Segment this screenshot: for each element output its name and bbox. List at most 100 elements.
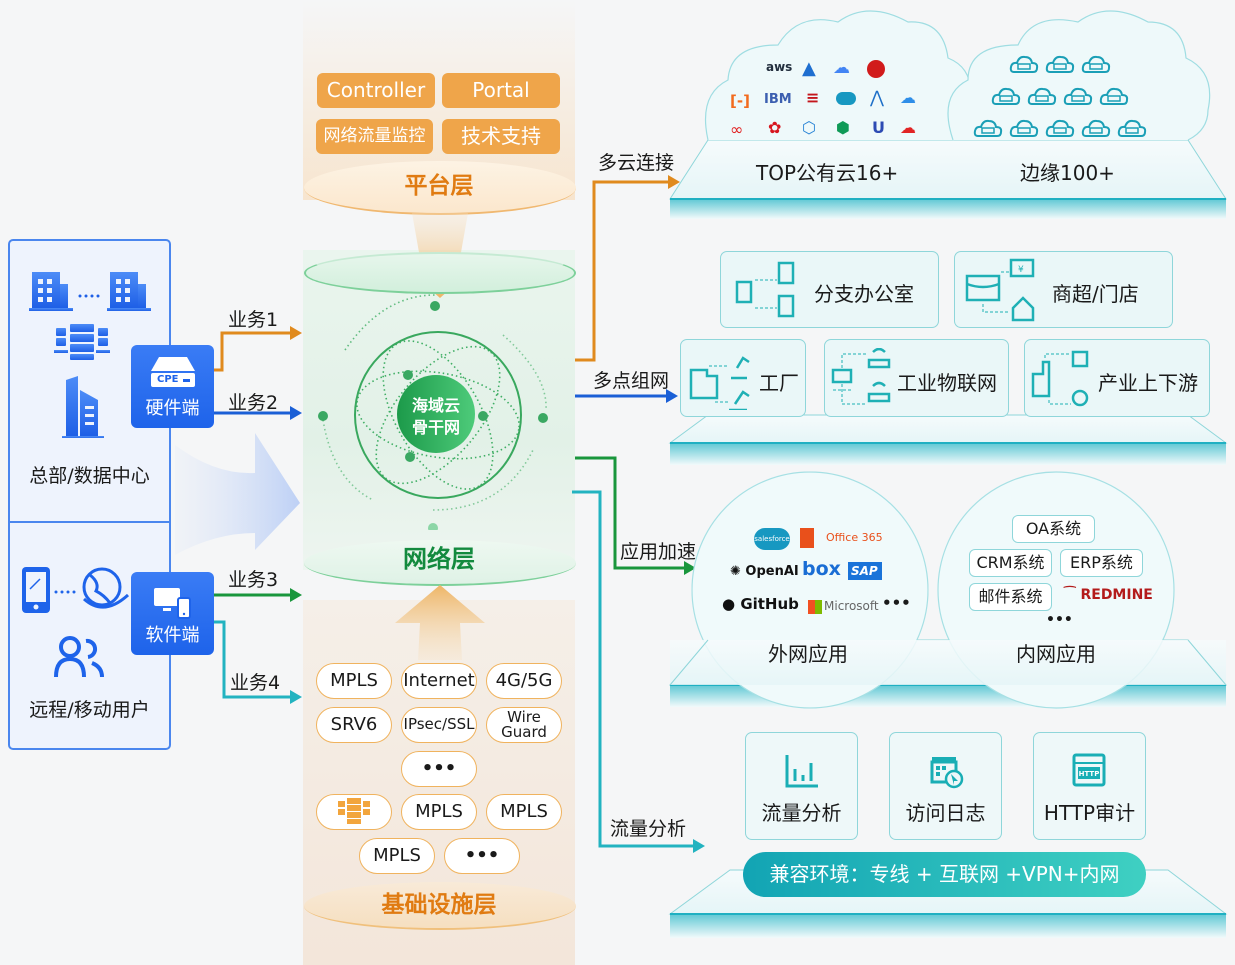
smartphone-icon xyxy=(22,567,50,613)
retail-store-icon: ¥ xyxy=(965,258,1035,322)
baidu-cloud-logo: ☁ xyxy=(900,88,916,107)
infra-pill-srv6[interactable]: SRV6 xyxy=(316,707,392,743)
hardware-endpoint[interactable]: CPE 硬件端 xyxy=(131,345,214,428)
branch-office-icon xyxy=(735,261,795,318)
edge-node-icon xyxy=(973,119,1003,137)
business-label-3: 业务3 xyxy=(228,569,279,591)
users-icon xyxy=(54,636,104,678)
public-cloud-logos: aws ▲ ☁ [-] IBM ≡ ⋀ ☁ ∞ ✿ ⬡ ⬢ U ☁ xyxy=(730,56,930,146)
svg-text:¥: ¥ xyxy=(1018,265,1024,275)
network-node xyxy=(318,411,328,421)
hq-label: 总部/数据中心 xyxy=(29,465,150,487)
public-cloud-label: TOP公有云16+ xyxy=(756,161,899,185)
flow-label-multicloud: 多云连接 xyxy=(598,152,675,174)
devices-icon xyxy=(154,588,191,619)
tile-label: 工业物联网 xyxy=(897,371,997,395)
big-flow-arrow xyxy=(175,433,300,555)
system-chip-erp[interactable]: ERP系统 xyxy=(1060,549,1143,577)
infrastructure-disc xyxy=(304,882,576,930)
core-label-line2: 骨干网 xyxy=(411,418,460,437)
tencent-logo: ⋀ xyxy=(870,88,884,108)
infra-pill-internet[interactable]: Internet xyxy=(401,663,477,699)
tile-retail-store[interactable]: ¥ 商超/门店 xyxy=(954,251,1173,328)
tile-iot[interactable]: 工业物联网 xyxy=(824,339,1009,417)
hq-icons xyxy=(29,272,151,438)
server-rack-icon xyxy=(54,324,110,360)
platform-layer-title: 平台层 xyxy=(404,173,474,199)
flow-label-app-accel: 应用加速 xyxy=(620,541,697,563)
cpe-device-icon xyxy=(151,357,195,387)
system-chip-oa[interactable]: OA系统 xyxy=(1012,515,1095,543)
tile-access-log[interactable]: 访问日志 xyxy=(889,732,1002,840)
infra-pill-ipsec[interactable]: IPsec/SSL xyxy=(401,707,477,743)
redmine-logo: ⁀ REDMINE xyxy=(1064,587,1153,603)
software-endpoint[interactable]: 软件端 xyxy=(131,572,214,655)
network-top-disc xyxy=(304,252,576,294)
software-endpoint-label: 软件端 xyxy=(145,625,200,646)
http-icon-text: HTTP xyxy=(1079,770,1100,778)
business-label-1: 业务1 xyxy=(228,309,279,331)
salesforce-logo xyxy=(836,92,856,105)
edge-node-icon xyxy=(1081,55,1111,73)
factory-icon xyxy=(689,356,750,410)
edge-node-icon xyxy=(1045,55,1075,73)
platform-chip-tech-support[interactable]: 技术支持 xyxy=(442,119,560,154)
bar-chart-icon xyxy=(785,755,818,788)
business-label-4: 业务4 xyxy=(230,672,281,694)
infra-pill-4g5g[interactable]: 4G/5G xyxy=(486,663,562,699)
tile-supply-chain[interactable]: 产业上下游 xyxy=(1024,339,1210,417)
http-window-icon: HTTP xyxy=(1072,753,1106,787)
platform-chip-controller[interactable]: Controller xyxy=(317,73,435,108)
ibm-logo: IBM xyxy=(764,92,792,107)
google-cloud-logo: ☁ xyxy=(833,58,850,78)
edge-node-icon xyxy=(1081,119,1111,137)
infra-pill-more[interactable]: ••• xyxy=(401,751,477,787)
edge-cloud-shape xyxy=(947,10,1211,141)
infra-pill-mpls-2[interactable]: MPLS xyxy=(401,794,477,830)
box-logo: box xyxy=(802,558,841,580)
tray-cloud xyxy=(669,139,1227,219)
tile-http-audit[interactable]: HTTP HTTP审计 xyxy=(1033,732,1146,840)
edge-node-icon xyxy=(1009,119,1039,137)
hardware-endpoint-label: 硬件端 xyxy=(145,398,200,419)
dots xyxy=(78,294,100,298)
aws-logo: aws xyxy=(766,60,793,74)
system-chip-mail[interactable]: 邮件系统 xyxy=(969,583,1052,611)
edge-node-icon xyxy=(1045,119,1075,137)
infra-pill-mpls[interactable]: MPLS xyxy=(316,663,392,699)
network-node xyxy=(538,413,548,423)
office-tower-icon xyxy=(62,376,104,438)
tile-factory[interactable]: 工厂 xyxy=(680,339,806,417)
infra-pill-server[interactable] xyxy=(316,794,392,830)
calendar-click-icon xyxy=(930,757,964,789)
network-node xyxy=(403,370,413,380)
remote-label: 远程/移动用户 xyxy=(29,699,150,721)
platform-chip-traffic-monitor[interactable]: 网络流量监控 xyxy=(316,119,433,154)
ucloud-logo: U xyxy=(872,118,885,137)
building-icon xyxy=(107,272,151,311)
network-node xyxy=(405,452,415,462)
tile-label: 工厂 xyxy=(759,371,799,395)
infra-pill-mpls-3[interactable]: MPLS xyxy=(486,794,562,830)
microsoft-icon xyxy=(808,600,822,614)
tile-branch-office[interactable]: 分支办公室 xyxy=(720,251,939,328)
tile-label: 产业上下游 xyxy=(1098,371,1198,395)
system-chip-crm[interactable]: CRM系统 xyxy=(969,549,1052,577)
flow-line-1 xyxy=(214,331,290,372)
platform-chip-portal[interactable]: Portal xyxy=(442,73,560,108)
tile-traffic-analysis[interactable]: 流量分析 xyxy=(745,732,858,840)
up-arrow xyxy=(395,585,485,660)
backbone-network-graphic xyxy=(318,294,548,530)
server-icon xyxy=(338,798,370,824)
network-node xyxy=(430,301,440,311)
network-layer-title: 网络层 xyxy=(403,545,475,573)
azure-logo: ▲ xyxy=(802,58,816,79)
kingsoft-logo: ⬡ xyxy=(802,118,816,137)
openai-label: OpenAI xyxy=(745,564,799,579)
infra-pill-more-2[interactable]: ••• xyxy=(444,838,520,874)
infra-pill-wireguard[interactable]: Wire Guard xyxy=(486,707,562,743)
infra-pill-mpls-4[interactable]: MPLS xyxy=(359,838,435,874)
edge-node-icon xyxy=(1009,55,1039,73)
internal-apps-label: 内网应用 xyxy=(1016,642,1096,666)
